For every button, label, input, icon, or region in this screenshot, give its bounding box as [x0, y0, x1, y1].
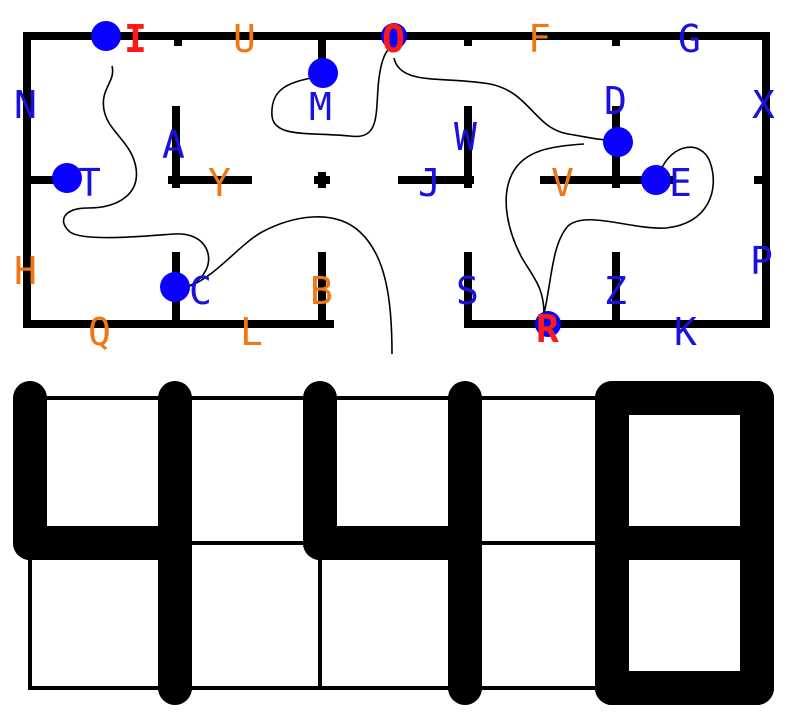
label-C: C — [189, 269, 212, 313]
label-M: M — [309, 85, 332, 129]
markers — [52, 21, 671, 337]
label-B: B — [310, 269, 333, 313]
label-N: N — [14, 83, 37, 127]
maze-labels: I U O F G N M D X A W T Y J V E H P C B … — [14, 17, 775, 354]
digit-1-segments — [13, 381, 192, 705]
label-G: G — [678, 17, 701, 61]
marker-dot-O — [381, 23, 407, 49]
label-W: W — [454, 115, 477, 159]
label-R: R — [536, 307, 559, 351]
label-Y: Y — [208, 161, 231, 205]
seven-segment-display — [13, 381, 774, 705]
marker-dot-T — [52, 163, 82, 193]
label-H: H — [14, 249, 37, 293]
trace-path-center — [393, 57, 611, 141]
digit-2-segments — [303, 381, 482, 705]
marker-dot-M — [308, 58, 338, 88]
label-Z: Z — [604, 269, 627, 313]
label-V: V — [551, 161, 574, 205]
label-P: P — [750, 239, 773, 283]
label-Q: Q — [88, 310, 111, 354]
marker-dot-I — [91, 21, 121, 51]
marker-dot-E — [641, 165, 671, 195]
label-E: E — [669, 161, 692, 205]
trace-path-left — [62, 65, 210, 290]
trace-path-right — [505, 143, 715, 315]
label-O: O — [382, 17, 405, 61]
marker-dot-R — [535, 311, 561, 337]
label-F: F — [528, 17, 551, 61]
label-T: T — [78, 161, 101, 205]
marker-dot-C — [160, 272, 190, 302]
traced-paths — [62, 47, 715, 355]
label-S: S — [456, 269, 479, 313]
label-L: L — [240, 310, 263, 354]
label-K: K — [674, 310, 697, 354]
marker-dot-D — [603, 127, 633, 157]
trace-path-mid-left — [271, 47, 395, 138]
label-I: I — [124, 17, 147, 61]
label-J: J — [418, 161, 441, 205]
label-D: D — [604, 79, 627, 123]
label-A: A — [162, 123, 185, 167]
label-X: X — [752, 83, 775, 127]
trace-path-bottom — [189, 216, 393, 355]
label-U: U — [233, 17, 256, 61]
digit-3-segments — [595, 381, 774, 705]
